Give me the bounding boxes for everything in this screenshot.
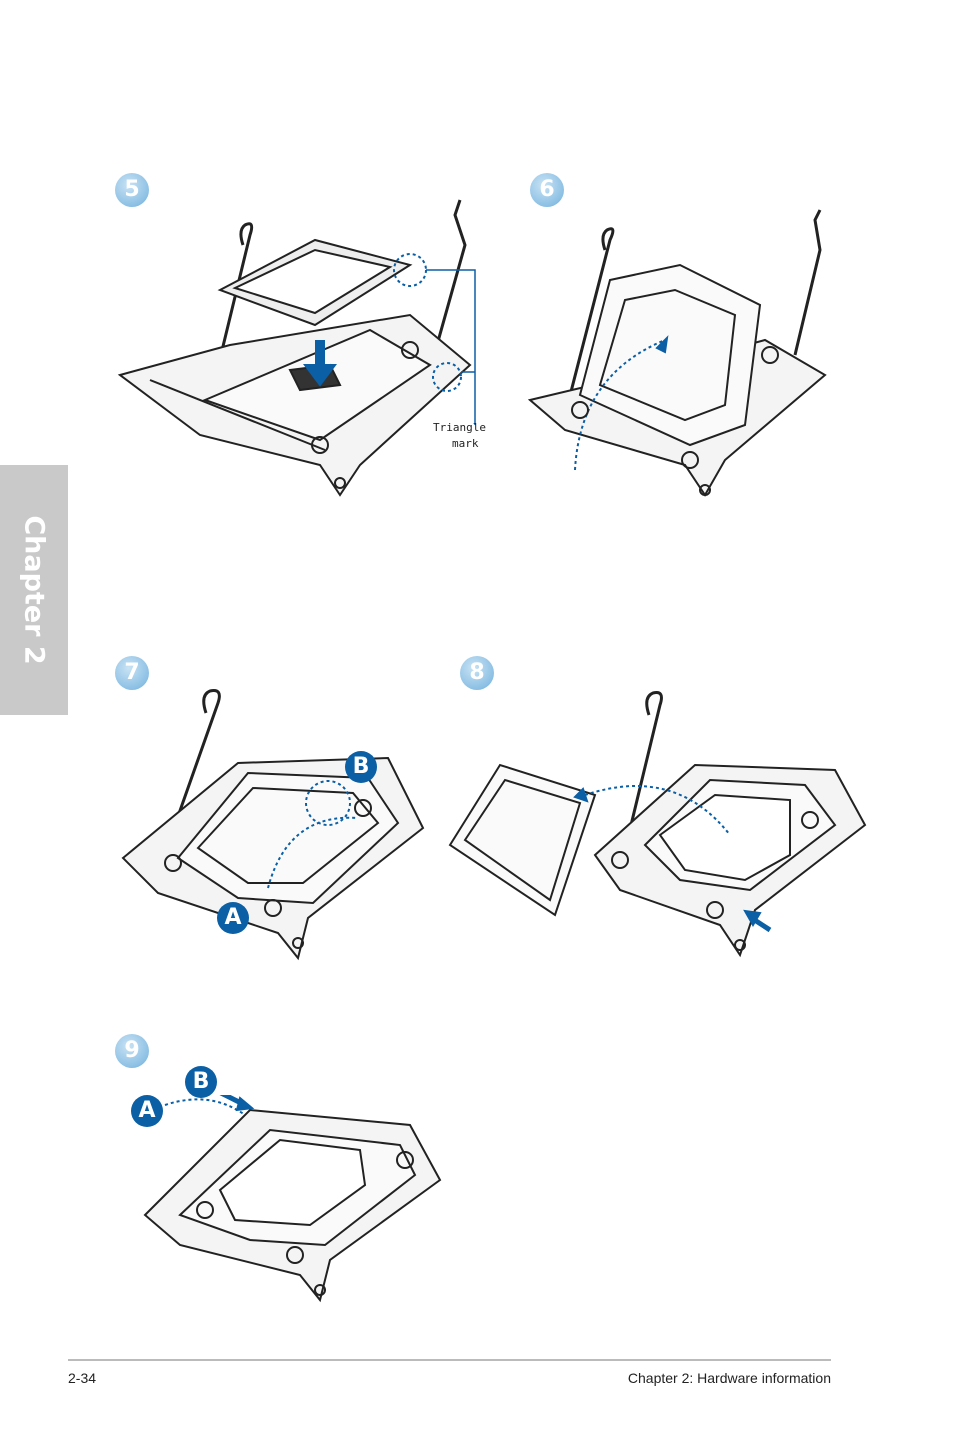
callout-a-step9: A	[131, 1095, 163, 1127]
callout-b-step7: B	[345, 751, 377, 783]
step-7-badge: 7	[115, 656, 149, 690]
callout-b-step9: B	[185, 1066, 217, 1098]
callout-a-step7: A	[217, 902, 249, 934]
footer-page-number: 2-34	[68, 1370, 97, 1386]
step-8-badge: 8	[460, 656, 494, 690]
chapter-tab-label: Chapter 2	[18, 515, 50, 665]
triangle-mark-label-line1: Triangle	[433, 421, 486, 434]
step-8-remove-cap-illustration	[448, 691, 867, 958]
triangle-mark-label-line2: mark	[452, 437, 479, 450]
chapter-side-tab: Chapter 2	[0, 465, 68, 715]
footer-divider	[68, 1359, 831, 1361]
step-6-badge: 6	[530, 173, 564, 207]
step-5-cpu-install-illustration	[117, 199, 476, 497]
step-6-close-load-plate-illustration	[527, 209, 827, 497]
step-5-badge: 5	[115, 173, 149, 207]
step-9-badge: 9	[115, 1034, 149, 1068]
footer-chapter-title: Chapter 2: Hardware information	[627, 1370, 831, 1386]
step-9-closed-socket-illustration	[143, 1095, 442, 1303]
step-7-lock-levers-illustration	[121, 689, 425, 961]
